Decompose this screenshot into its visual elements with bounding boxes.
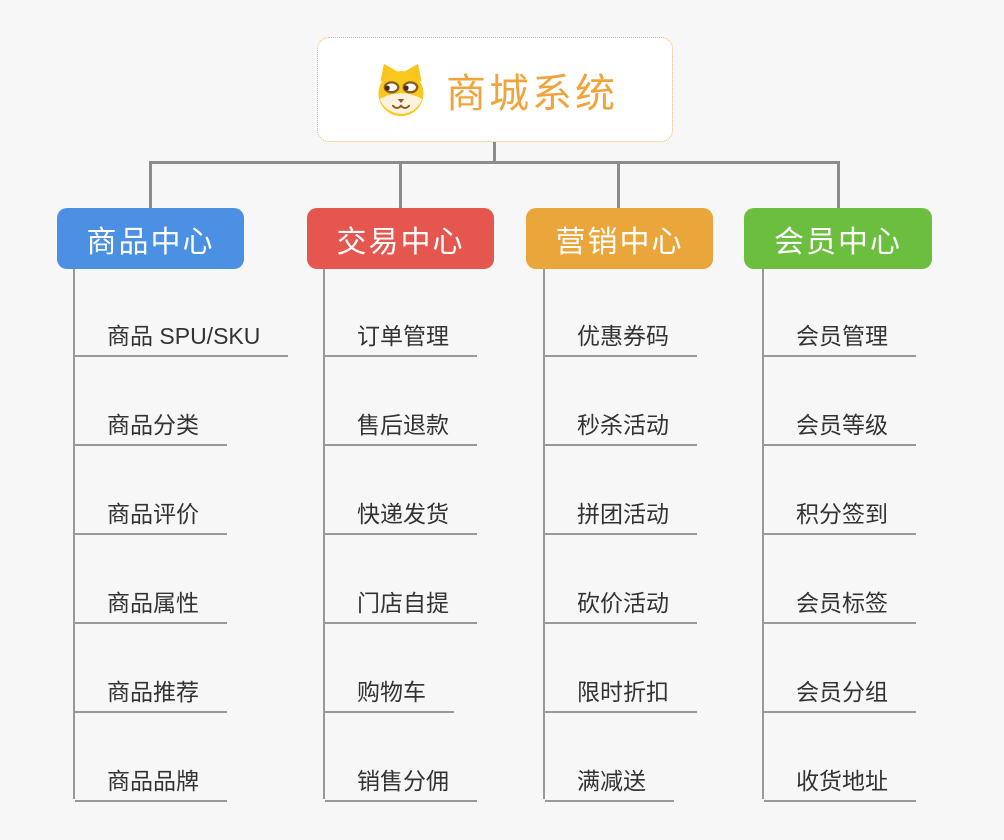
root-topic-label: 商城系统 [446, 71, 618, 116]
connector-drop-marketing [617, 161, 620, 209]
subtopic-goods-review[interactable]: 商品评价 [75, 490, 227, 535]
subtopic-goods-spu-sku[interactable]: 商品 SPU/SKU [75, 312, 289, 357]
connector-horizontal-rail [149, 161, 840, 164]
branch-topic-label: 会员中心 [774, 225, 902, 259]
branch-trunk-member: 会员管理 会员等级 积分签到 会员标签 会员分组 收货地址 [762, 269, 916, 802]
branch-trunk-trade: 订单管理 售后退款 快递发货 门店自提 购物车 销售分佣 [323, 269, 477, 802]
subtopic-goods-attribute[interactable]: 商品属性 [75, 579, 227, 624]
subtopic-express-delivery[interactable]: 快递发货 [325, 490, 477, 535]
branch-topic-goods-center[interactable]: 商品中心 [57, 208, 244, 269]
subtopic-store-pickup[interactable]: 门店自提 [325, 579, 477, 624]
subtopic-member-management[interactable]: 会员管理 [764, 312, 916, 357]
branch-topic-label: 交易中心 [336, 225, 465, 259]
connector-root-stem [493, 142, 496, 164]
subtopic-goods-recommend[interactable]: 商品推荐 [75, 668, 227, 713]
subtopic-shipping-address[interactable]: 收货地址 [764, 757, 916, 802]
subtopic-group-buy[interactable]: 拼团活动 [545, 490, 697, 535]
dog-face-icon [378, 63, 424, 116]
subtopic-member-level[interactable]: 会员等级 [764, 401, 916, 446]
branch-topic-marketing-center[interactable]: 营销中心 [526, 208, 713, 269]
subtopic-order-management[interactable]: 订单管理 [325, 312, 477, 357]
subtopic-bargain-activity[interactable]: 砍价活动 [545, 579, 697, 624]
branch-trunk-goods: 商品 SPU/SKU 商品分类 商品评价 商品属性 商品推荐 商品品牌 [73, 269, 289, 802]
subtopic-goods-category[interactable]: 商品分类 [75, 401, 227, 446]
branch-topic-label: 商品中心 [86, 225, 215, 259]
connector-drop-trade [399, 161, 402, 209]
subtopic-goods-brand[interactable]: 商品品牌 [75, 757, 227, 802]
subtopic-coupon-code[interactable]: 优惠券码 [545, 312, 697, 357]
subtopic-limited-time-discount[interactable]: 限时折扣 [545, 668, 697, 713]
subtopic-shopping-cart[interactable]: 购物车 [325, 668, 454, 713]
root-topic[interactable]: 商城系统 [317, 37, 673, 142]
branch-trunk-marketing: 优惠券码 秒杀活动 拼团活动 砍价活动 限时折扣 满减送 [543, 269, 697, 802]
branch-topic-member-center[interactable]: 会员中心 [744, 208, 932, 269]
subtopic-member-group[interactable]: 会员分组 [764, 668, 916, 713]
subtopic-member-tag[interactable]: 会员标签 [764, 579, 916, 624]
branch-topic-label: 营销中心 [555, 225, 684, 259]
connector-drop-goods [149, 161, 152, 209]
subtopic-spend-save[interactable]: 满减送 [545, 757, 674, 802]
connector-drop-member [837, 161, 840, 209]
subtopic-sales-commission[interactable]: 销售分佣 [325, 757, 477, 802]
subtopic-points-checkin[interactable]: 积分签到 [764, 490, 916, 535]
subtopic-flash-sale[interactable]: 秒杀活动 [545, 401, 697, 446]
subtopic-aftersale-refund[interactable]: 售后退款 [325, 401, 477, 446]
branch-topic-trade-center[interactable]: 交易中心 [307, 208, 494, 269]
